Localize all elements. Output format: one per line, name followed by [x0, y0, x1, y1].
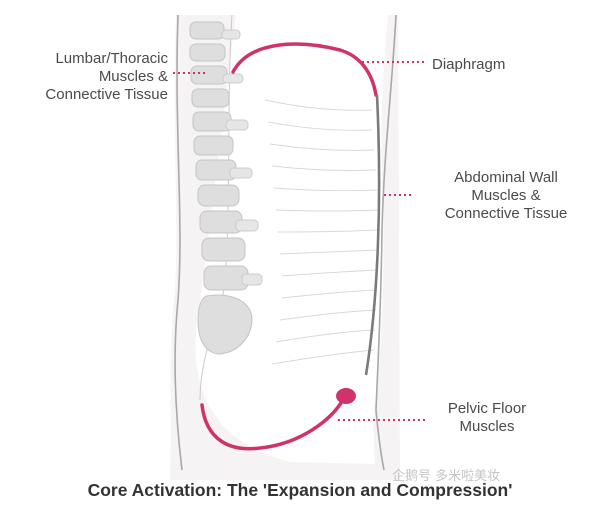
- label-pelvic-floor: Pelvic Floor Muscles: [432, 400, 542, 436]
- label-line: Connective Tissue: [444, 205, 568, 222]
- leader-lines: [173, 61, 426, 421]
- label-lumbar-thoracic: Lumbar/Thoracic Muscles & Connective Tis…: [10, 50, 168, 104]
- label-line: Muscles &: [98, 68, 168, 85]
- figure-caption: Core Activation: The 'Expansion and Comp…: [87, 480, 513, 500]
- spinous-process: [229, 167, 253, 179]
- label-line: Muscles: [459, 418, 515, 435]
- vertebra: [197, 184, 240, 207]
- vertebra: [201, 237, 246, 262]
- diaphragm-arc: [231, 42, 378, 97]
- spine: [189, 21, 253, 355]
- torso-silhouette: [170, 15, 400, 480]
- back-outline: [174, 14, 183, 471]
- spinous-process: [225, 119, 249, 131]
- cavity-lines: [264, 99, 379, 365]
- front-outline: [375, 14, 397, 471]
- vertebra: [189, 43, 226, 62]
- label-line: Abdominal Wall: [454, 169, 558, 186]
- vertebra: [193, 135, 234, 156]
- vertebra: [203, 265, 249, 291]
- spinous-process: [241, 273, 263, 286]
- pelvic-floor-node: [336, 388, 356, 404]
- label-line: Connective Tissue: [45, 86, 168, 103]
- spinous-process: [221, 29, 241, 40]
- label-line: Lumbar/Thoracic: [55, 50, 168, 67]
- vertebra: [190, 65, 228, 85]
- vertebra: [191, 88, 230, 108]
- vertebra: [189, 21, 225, 40]
- label-line: Muscles &: [471, 187, 541, 204]
- label-diaphragm: Diaphragm: [432, 56, 505, 74]
- vertebra: [192, 111, 232, 132]
- label-line: Diaphragm: [432, 56, 506, 73]
- watermark: 企鹅号 多米啦美妆: [392, 469, 501, 484]
- core-anatomy-diagram: [170, 14, 426, 480]
- abdominal-wall-line: [364, 94, 381, 376]
- spinous-process: [235, 219, 259, 232]
- label-line: Pelvic Floor: [447, 400, 527, 417]
- spinous-process: [222, 73, 244, 84]
- sacrum: [197, 294, 253, 355]
- pelvic-floor-arc: [200, 396, 346, 451]
- vertebra: [199, 210, 243, 234]
- label-abdominal-wall: Abdominal Wall Muscles & Connective Tiss…: [420, 169, 592, 223]
- spinous-processes: [221, 29, 263, 286]
